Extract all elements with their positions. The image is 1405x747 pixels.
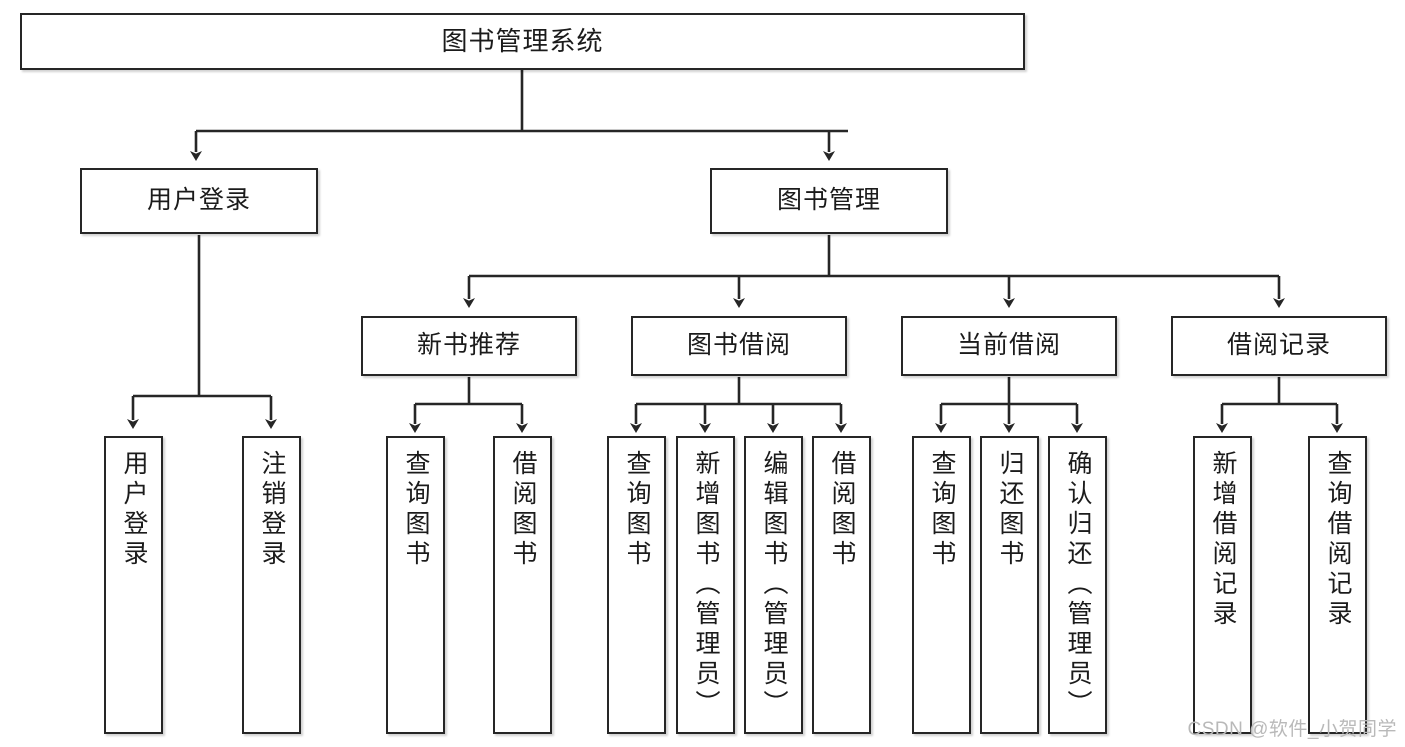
leaf-edit-book-label: 编辑图书（管理员） xyxy=(760,450,788,720)
leaf-query-book-2-label: 查询图书 xyxy=(623,450,651,570)
leaf-user-logout[interactable]: 注销登录 xyxy=(242,436,301,734)
node-root[interactable]: 图书管理系统 xyxy=(20,13,1025,70)
leaf-query-book-3[interactable]: 查询图书 xyxy=(912,436,971,734)
leaf-return-book-label: 归还图书 xyxy=(996,450,1024,570)
watermark: CSDN @软件_小贺同学 xyxy=(1187,719,1397,740)
leaf-user-logout-label: 注销登录 xyxy=(258,450,286,570)
node-borrow-record-label: 借阅记录 xyxy=(1226,331,1331,360)
leaf-borrow-book-2[interactable]: 借阅图书 xyxy=(812,436,871,734)
leaf-add-book[interactable]: 新增图书（管理员） xyxy=(676,436,735,734)
leaf-borrow-book-2-label: 借阅图书 xyxy=(828,450,856,570)
leaf-query-record-label: 查询借阅记录 xyxy=(1324,450,1352,630)
leaf-query-book-3-label: 查询图书 xyxy=(928,450,956,570)
leaf-query-book-2[interactable]: 查询图书 xyxy=(607,436,666,734)
leaf-add-book-label: 新增图书（管理员） xyxy=(692,450,720,720)
leaf-edit-book[interactable]: 编辑图书（管理员） xyxy=(744,436,803,734)
leaf-add-record-label: 新增借阅记录 xyxy=(1209,450,1237,630)
node-book-management[interactable]: 图书管理 xyxy=(710,168,948,234)
leaf-return-book[interactable]: 归还图书 xyxy=(980,436,1039,734)
node-user-login[interactable]: 用户登录 xyxy=(80,168,318,234)
leaf-borrow-book-1-label: 借阅图书 xyxy=(509,450,537,570)
node-root-label: 图书管理系统 xyxy=(441,26,604,57)
leaf-confirm-return-label: 确认归还（管理员） xyxy=(1064,450,1092,720)
node-book-management-label: 图书管理 xyxy=(776,186,881,215)
leaf-add-record[interactable]: 新增借阅记录 xyxy=(1193,436,1252,734)
node-user-login-label: 用户登录 xyxy=(146,186,251,215)
leaf-query-book-1[interactable]: 查询图书 xyxy=(386,436,445,734)
node-new-book-recommend[interactable]: 新书推荐 xyxy=(361,316,577,376)
node-book-borrow-label: 图书借阅 xyxy=(686,331,791,360)
leaf-borrow-book-1[interactable]: 借阅图书 xyxy=(493,436,552,734)
node-borrow-record[interactable]: 借阅记录 xyxy=(1171,316,1387,376)
node-current-borrow[interactable]: 当前借阅 xyxy=(901,316,1117,376)
node-book-borrow[interactable]: 图书借阅 xyxy=(631,316,847,376)
leaf-user-login-label: 用户登录 xyxy=(120,450,148,570)
leaf-query-record[interactable]: 查询借阅记录 xyxy=(1308,436,1367,734)
leaf-user-login[interactable]: 用户登录 xyxy=(104,436,163,734)
node-current-borrow-label: 当前借阅 xyxy=(956,331,1061,360)
node-new-book-recommend-label: 新书推荐 xyxy=(416,331,521,360)
leaf-query-book-1-label: 查询图书 xyxy=(402,450,430,570)
leaf-confirm-return[interactable]: 确认归还（管理员） xyxy=(1048,436,1107,734)
